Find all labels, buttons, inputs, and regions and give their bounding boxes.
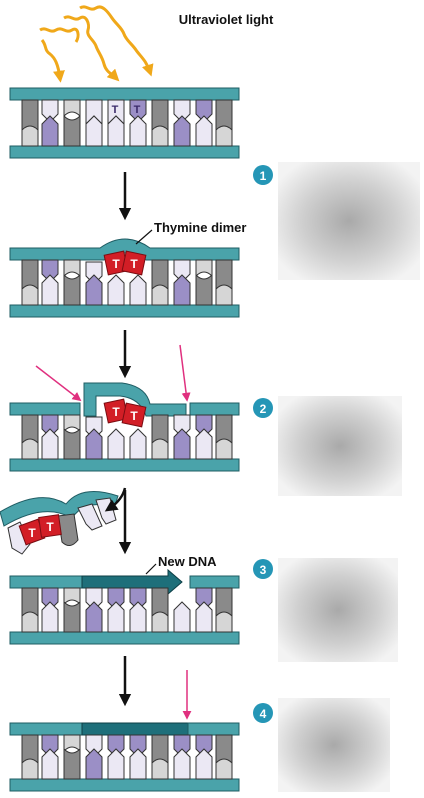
dimer-leader-line: [135, 229, 153, 245]
step-badge-2: [253, 398, 273, 418]
base-pairs: [21, 587, 233, 633]
thymine-label-2: T: [134, 104, 141, 116]
bottom-backbone: [9, 778, 240, 792]
top-backbone-left: [9, 402, 81, 416]
fragment-t-2: T: [46, 520, 54, 534]
step-number-2: 2: [260, 402, 267, 416]
uv-ray-1: [39, 27, 80, 78]
dna-panel-1: T T: [9, 87, 240, 159]
step-number-4: 4: [260, 707, 267, 721]
dimer-t-2: T: [130, 257, 138, 271]
step-1: 1: [253, 162, 420, 280]
thymine-label-1: T: [112, 104, 119, 116]
step-badge-4: [253, 703, 273, 723]
excised-segment-backbone: [83, 382, 187, 417]
step-2: 2: [253, 396, 402, 496]
uv-ray-3: [79, 5, 154, 77]
answer-box-1[interactable]: [278, 162, 420, 280]
thymine-dimer: T T: [103, 398, 147, 428]
step-number-3: 3: [260, 563, 267, 577]
fragment-release-arrow: [104, 487, 127, 512]
dimer-t-1: T: [112, 405, 120, 419]
top-backbone-right: [189, 575, 240, 589]
step-3: 3: [253, 558, 398, 662]
uv-light-label: Ultraviolet light: [179, 12, 274, 27]
nuclease-cut-arrow-left: [35, 365, 82, 402]
base-pairs: [21, 414, 233, 460]
dimer-t-1: T: [112, 257, 120, 271]
step-4: 4: [253, 698, 390, 792]
nuclease-cut-arrow-right: [179, 344, 191, 402]
top-backbone-left: [9, 722, 83, 736]
bottom-backbone: [9, 304, 240, 318]
top-backbone: [9, 87, 240, 101]
thymine-dimer: T T: [103, 250, 147, 276]
base-pairs: [21, 259, 233, 306]
dna-panel-3: T T: [9, 344, 240, 472]
answer-box-2[interactable]: [278, 396, 402, 496]
bottom-backbone: [9, 145, 240, 159]
new-dna-label: New DNA: [158, 554, 217, 569]
base-pairs: [21, 99, 233, 147]
excised-fragment: T T: [0, 491, 119, 555]
thymine-dimer-label: Thymine dimer: [154, 220, 246, 235]
dimer-t-2: T: [130, 409, 138, 423]
top-backbone-right: [189, 402, 240, 416]
uv-ray-2: [63, 15, 120, 82]
new-dna-leader-line: [145, 563, 157, 575]
step-number-1: 1: [260, 169, 267, 183]
top-backbone-right: [187, 722, 240, 736]
bottom-backbone: [9, 631, 240, 645]
base-pairs: [21, 734, 233, 780]
uv-light-rays: [39, 5, 154, 82]
dna-panel-2: T T: [9, 229, 240, 318]
dna-panel-5: [9, 722, 240, 792]
dna-panel-4: [9, 563, 240, 645]
step-badge-3: [253, 559, 273, 579]
answer-box-3[interactable]: [278, 558, 398, 662]
bottom-backbone: [9, 458, 240, 472]
answer-box-4[interactable]: [278, 698, 390, 792]
top-backbone-left: [9, 575, 83, 589]
repaired-new-strand: [81, 722, 189, 736]
step-badge-1: [253, 165, 273, 185]
fragment-t-1: T: [28, 526, 36, 540]
